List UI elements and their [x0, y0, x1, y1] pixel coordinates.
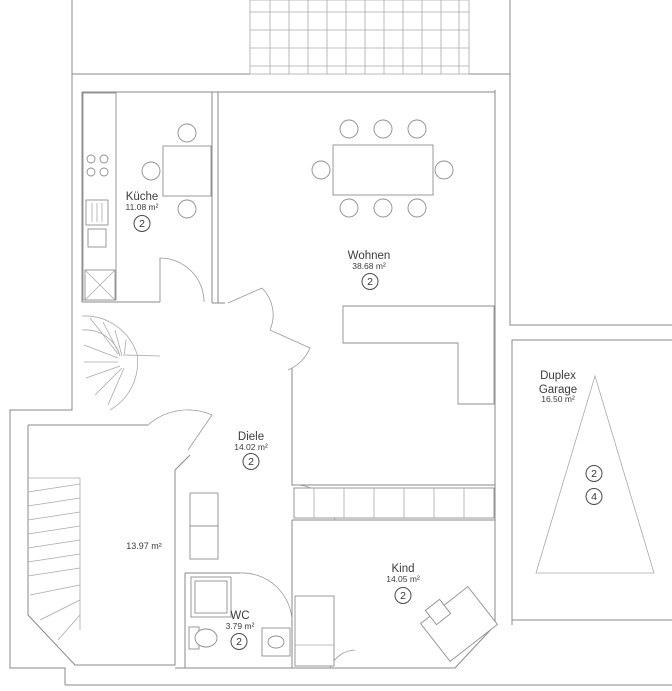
wc-label: WC 3.79 m²: [225, 610, 255, 631]
terrace-grid: [249, 0, 470, 75]
diele-label: Diele 14.02 m²: [234, 431, 268, 452]
wc-badge: 2: [230, 633, 248, 650]
kueche-badge: 2: [133, 215, 151, 232]
room-name-line1: Duplex: [540, 370, 576, 382]
kind-badge: 2: [394, 587, 412, 604]
room-name: Kind: [391, 563, 415, 575]
room-area: 16.50 m²: [541, 394, 575, 404]
spiral-stair: [81, 315, 161, 411]
room-area: 14.02 m²: [234, 441, 268, 452]
outer-walls: [9, 0, 672, 686]
sofa: [342, 305, 495, 405]
kitchen-table: [141, 123, 212, 219]
wohnen-badge: 2: [361, 273, 379, 290]
straight-stair: [27, 477, 81, 641]
room-area: 13.97 m²: [126, 541, 162, 551]
garage-badge-2: 4: [585, 488, 603, 505]
room-name-line2: Garage: [538, 383, 578, 396]
kueche-label: Küche 11.08 m²: [125, 191, 159, 212]
treppe-label: 13.97 m²: [126, 541, 162, 551]
room-area: 11.08 m²: [125, 201, 159, 212]
interior-walls: [82, 92, 495, 668]
wohnen-label: Wohnen 38.68 m²: [347, 250, 391, 271]
diele-badge: 2: [242, 453, 260, 470]
kitchen-counter: [82, 92, 117, 301]
room-name: WC: [230, 610, 250, 622]
kind-desk: [294, 585, 499, 667]
room-name: Diele: [237, 431, 265, 443]
wc-fixtures: [188, 576, 291, 657]
dining-table: [311, 119, 454, 218]
garage-badge-1: 2: [585, 465, 603, 482]
room-name: Küche: [125, 191, 159, 203]
kind-label: Kind 14.05 m²: [386, 563, 420, 584]
room-area: 14.05 m²: [386, 573, 420, 584]
kind-shelves: [293, 487, 495, 519]
doors: [147, 257, 356, 669]
garage: [511, 339, 672, 625]
room-name: Wohnen: [347, 250, 391, 262]
hall-cabinets: [189, 492, 219, 560]
garage-label: Duplex Garage 16.50 m²: [538, 370, 578, 404]
room-area: 38.68 m²: [352, 260, 386, 271]
room-area: 3.79 m²: [225, 620, 255, 631]
